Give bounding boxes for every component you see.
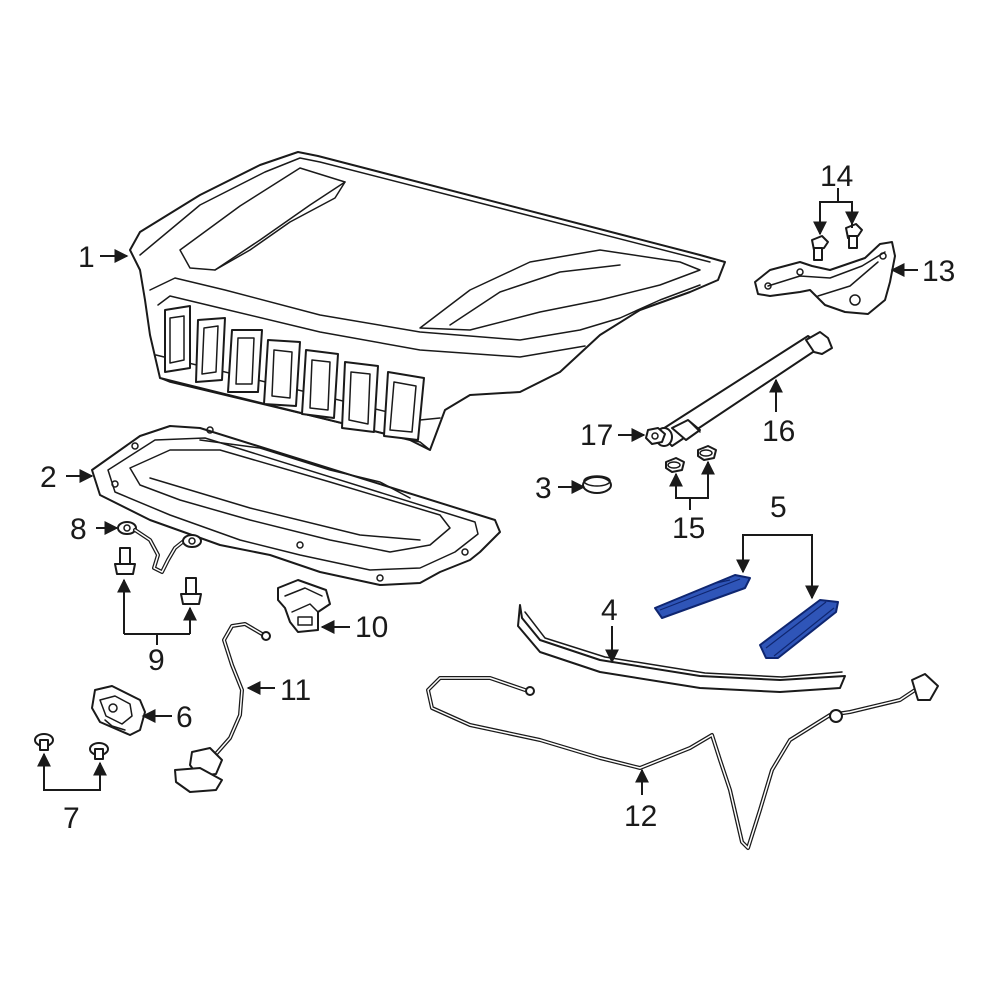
hood-insulator[interactable] [91, 425, 501, 586]
callout-12: 12 [624, 800, 657, 833]
callout-2: 2 [40, 461, 57, 494]
hood-side-seal-right[interactable] [759, 599, 839, 659]
callout-14: 14 [820, 160, 853, 193]
hood-grille-slots [164, 305, 425, 441]
hood-hinge[interactable] [754, 241, 896, 315]
callout-3: 3 [535, 472, 552, 505]
callout-4: 4 [601, 594, 618, 627]
latch-bolts[interactable] [34, 733, 109, 760]
callout-8: 8 [70, 513, 87, 546]
hood-panel[interactable] [129, 151, 726, 451]
hood-side-seal-left[interactable] [654, 574, 751, 619]
hood-front-seal[interactable] [517, 604, 846, 693]
callout-15: 15 [672, 512, 705, 545]
insulator-bolts[interactable] [114, 547, 202, 605]
lift-support-strut[interactable] [655, 331, 833, 447]
hood-bumper[interactable] [582, 475, 612, 494]
callout-5: 5 [770, 491, 787, 524]
hood-latch[interactable] [91, 685, 146, 736]
callout-labels: 1 2 3 4 5 6 7 8 9 10 11 12 13 14 15 16 1… [40, 160, 955, 835]
latch-release-handle[interactable] [277, 579, 331, 633]
callout-7: 7 [63, 802, 80, 835]
hinge-bolts[interactable] [811, 223, 863, 261]
callout-16: 16 [762, 415, 795, 448]
release-cable[interactable] [174, 622, 271, 793]
callout-1: 1 [78, 241, 95, 274]
callout-10: 10 [355, 611, 388, 644]
callout-13: 13 [922, 255, 955, 288]
hood-lock-cable[interactable] [426, 673, 939, 850]
leader-lines [37, 188, 918, 795]
callout-6: 6 [176, 701, 193, 734]
callout-17: 17 [580, 419, 613, 452]
ground-strap[interactable] [117, 521, 202, 574]
callout-11: 11 [280, 674, 311, 707]
callout-9: 9 [148, 644, 165, 677]
strut-nuts[interactable] [665, 445, 717, 473]
ball-stud[interactable] [645, 427, 666, 445]
